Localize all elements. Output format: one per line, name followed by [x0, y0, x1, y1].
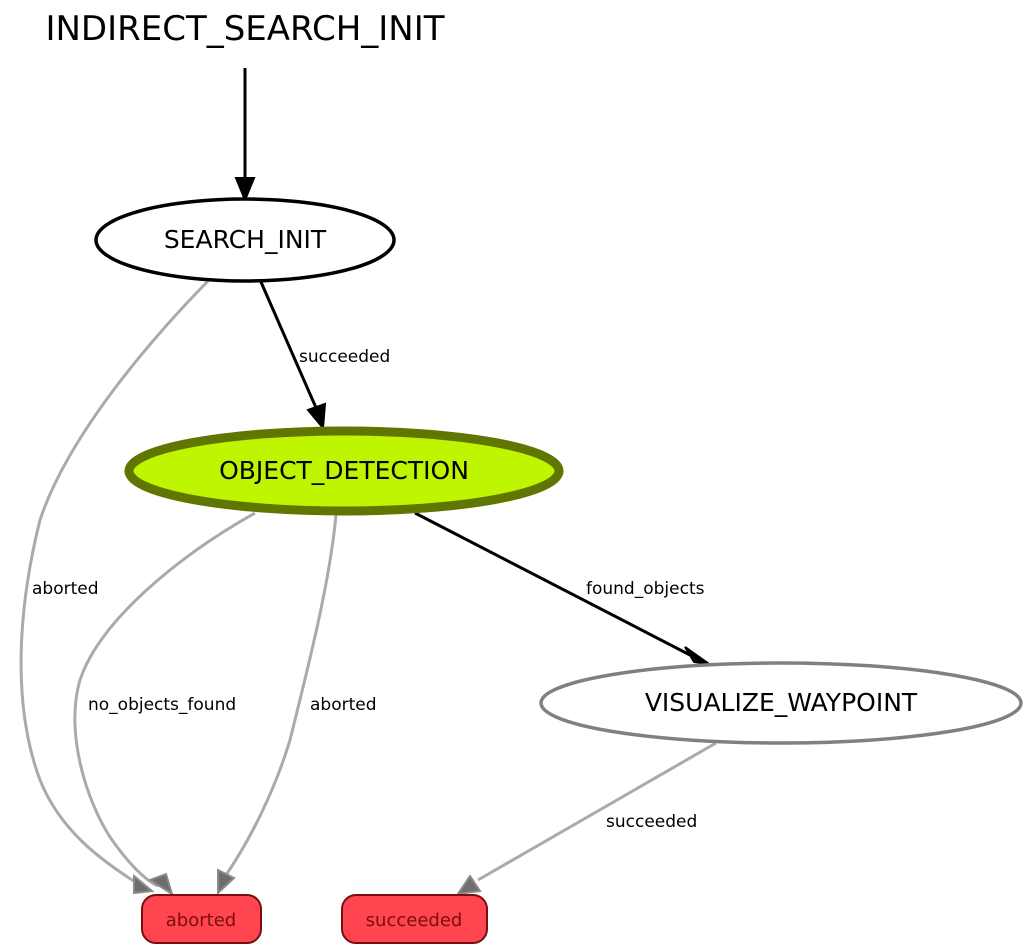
outcome-label: succeeded: [366, 910, 463, 931]
edge-object-detection-visualize[interactable]: found_objects: [414, 511, 710, 665]
state-label: VISUALIZE_WAYPOINT: [645, 688, 918, 717]
outcome-succeeded[interactable]: succeeded: [341, 894, 488, 944]
entry-edge: [234, 68, 256, 203]
state-search-init[interactable]: SEARCH_INIT: [94, 197, 396, 283]
edge-label: no_objects_found: [88, 695, 236, 715]
container-title: INDIRECT_SEARCH_INIT: [45, 9, 444, 49]
arrowhead-icon: [684, 646, 710, 665]
outcome-label: aborted: [166, 910, 236, 931]
edge-search-init-object-detection[interactable]: succeeded: [259, 281, 390, 431]
edge-object-detection-no-objects[interactable]: no_objects_found: [73, 511, 256, 897]
state-label: OBJECT_DETECTION: [219, 456, 469, 485]
state-label: SEARCH_INIT: [164, 225, 327, 254]
edge-label: succeeded: [299, 347, 390, 367]
edge-label: aborted: [310, 695, 377, 715]
arrowhead-icon: [306, 402, 327, 431]
arrowhead-icon: [217, 868, 236, 896]
edge-label: succeeded: [606, 812, 697, 832]
edge-object-detection-aborted[interactable]: aborted: [217, 514, 377, 896]
state-visualize-waypoint[interactable]: VISUALIZE_WAYPOINT: [539, 661, 1023, 745]
state-object-detection[interactable]: OBJECT_DETECTION: [124, 426, 564, 516]
arrowhead-icon: [234, 177, 256, 203]
edge-label: aborted: [32, 579, 99, 599]
arrowhead-icon: [455, 874, 482, 896]
edge-search-init-aborted[interactable]: aborted: [19, 279, 210, 895]
edge-visualize-succeeded[interactable]: succeeded: [455, 741, 717, 896]
edge-label: found_objects: [586, 579, 705, 599]
outcome-aborted[interactable]: aborted: [141, 894, 262, 944]
arrowhead-icon: [133, 873, 155, 895]
arrowhead-icon: [147, 872, 174, 897]
